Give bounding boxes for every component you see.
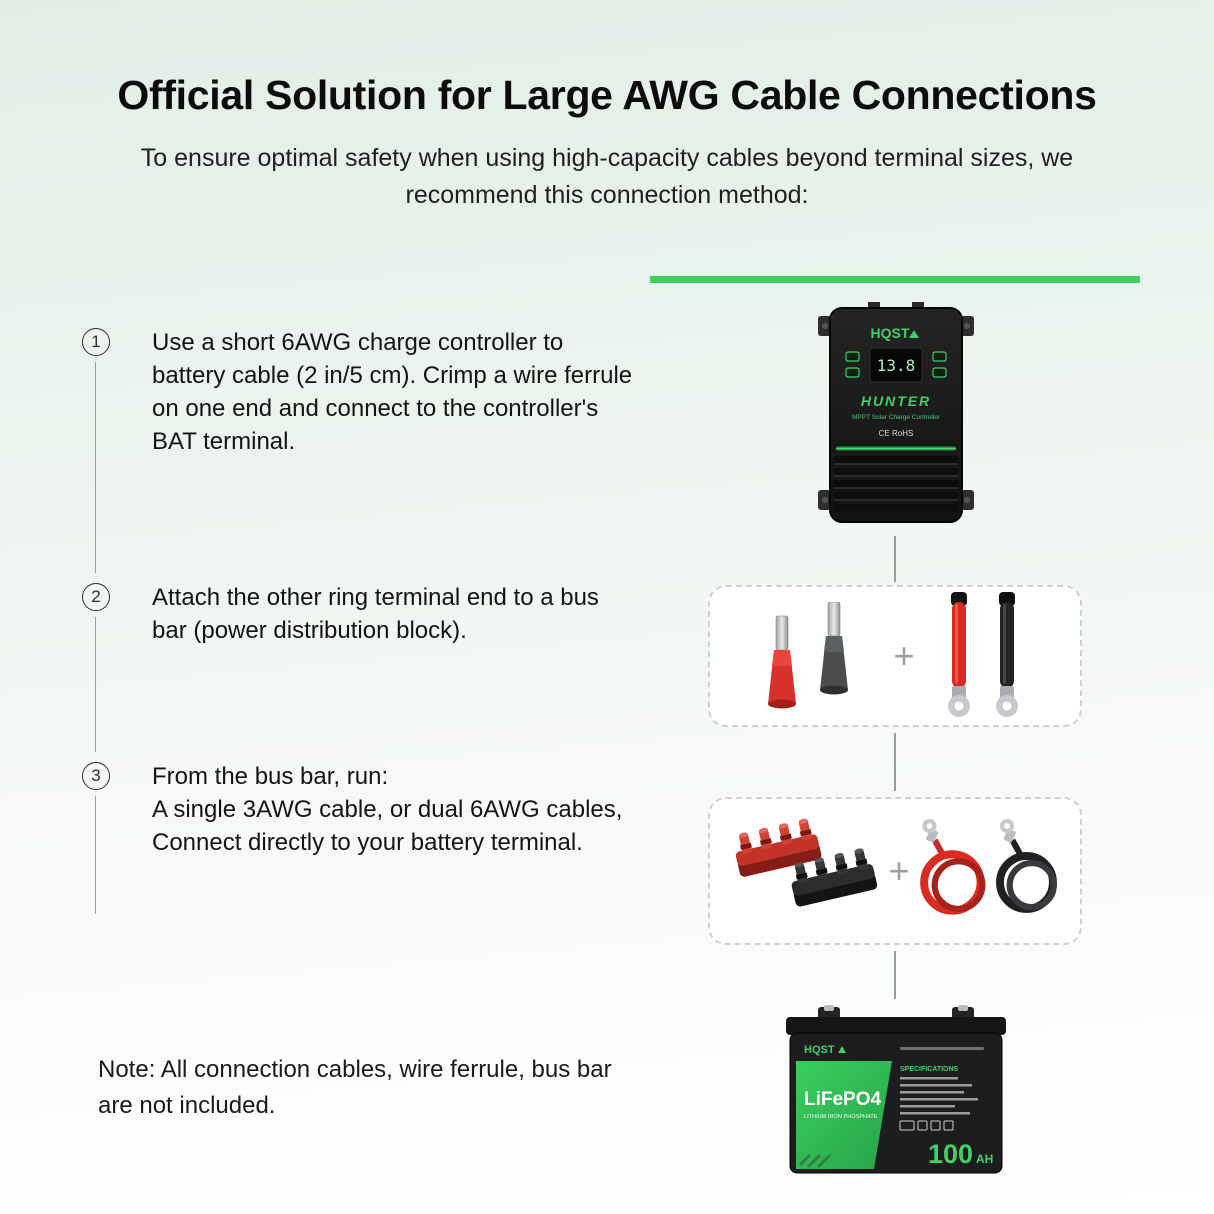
- short-cables-illustration: [948, 592, 1018, 717]
- wire-ferrules-illustration: [768, 602, 848, 709]
- ferrule-black: [820, 602, 848, 695]
- battery-lid: [786, 1017, 1006, 1035]
- battery-capacity-unit: AH: [976, 1152, 993, 1166]
- step-connector-line-2: [95, 617, 96, 752]
- busbar-black: [791, 848, 878, 907]
- step-1: 1 Use a short 6AWG charge controller to …: [82, 326, 642, 458]
- page-subtitle: To ensure optimal safety when using high…: [140, 144, 1074, 209]
- note-text: Note: All connection cables, wire ferrul…: [98, 1056, 612, 1119]
- charge-controller-illustration: HQST 13.8 HUNTER MPPT Solar Charge Contr…: [818, 302, 974, 523]
- charge-controller: HQST 13.8 HUNTER MPPT Solar Charge Contr…: [818, 300, 974, 535]
- flow-connector-3: [894, 951, 896, 999]
- accent-bar: [650, 276, 1140, 283]
- coiled-cable-red: [920, 818, 986, 915]
- controller-buttons: [845, 351, 947, 378]
- busbars-illustration: [735, 818, 878, 907]
- battery-illustration: HQST LiFePO4 LITHIUM IRON PHOSPHATE SPEC…: [786, 1005, 1006, 1174]
- heat-sink-fins: [834, 456, 958, 511]
- ferrule-red: [768, 615, 796, 709]
- controller-tagline: MPPT Solar Charge Controller: [852, 414, 941, 421]
- coiled-cables-illustration: [920, 818, 1057, 915]
- controller-glow-line: [836, 447, 956, 450]
- step-2: 2 Attach the other ring terminal end to …: [82, 581, 642, 647]
- battery-cert-icons: [899, 1120, 954, 1131]
- cable-black: [996, 592, 1018, 717]
- step-2-number: 2: [82, 583, 110, 611]
- battery-spec-lines: [900, 1077, 978, 1115]
- battery-capacity: 100: [928, 1139, 973, 1169]
- busbar-red: [735, 818, 822, 877]
- step-1-number: 1: [82, 328, 110, 356]
- plus-sign-2: +: [888, 850, 910, 891]
- battery-spec-header: SPECIFICATIONS: [900, 1066, 959, 1073]
- busbars-and-cables-box: +: [708, 797, 1082, 945]
- battery-brand-mountain-icon: [838, 1046, 846, 1053]
- step-connector-line-1: [95, 362, 96, 573]
- battery-green-panel: [796, 1061, 892, 1169]
- battery-stripe-decoration: [798, 1153, 832, 1169]
- cable-red: [948, 592, 970, 717]
- controller-model: HUNTER: [861, 393, 931, 409]
- step-connector-line-3: [95, 796, 96, 914]
- step-3: 3 From the bus bar, run: A single 3AWG c…: [82, 760, 642, 859]
- battery-brand: HQST: [804, 1044, 835, 1056]
- battery-subtitle: LITHIUM IRON PHOSPHATE: [804, 1114, 878, 1120]
- step-3-number: 3: [82, 762, 110, 790]
- controller-brand: HQST: [871, 325, 910, 341]
- mounting-screws: [822, 323, 970, 503]
- brand-mountain-icon: [909, 330, 919, 338]
- flow-connector-1: [894, 536, 896, 582]
- flow-connector-2: [894, 733, 896, 791]
- step-1-text: Use a short 6AWG charge controller to ba…: [152, 329, 633, 455]
- controller-display: [869, 347, 923, 383]
- page-title: Official Solution for Large AWG Cable Co…: [117, 72, 1097, 118]
- ferrules-and-cables-box: +: [708, 585, 1082, 727]
- controller-display-value: 13.8: [877, 356, 916, 375]
- battery: HQST LiFePO4 LITHIUM IRON PHOSPHATE SPEC…: [780, 1005, 1012, 1182]
- battery-name: LiFePO4: [804, 1089, 882, 1110]
- plus-sign-1: +: [893, 635, 915, 676]
- controller-cert: CE RoHS: [879, 429, 914, 438]
- coiled-cable-black: [996, 818, 1057, 913]
- step-3-text: From the bus bar, run: A single 3AWG cab…: [152, 763, 623, 856]
- step-2-text: Attach the other ring terminal end to a …: [152, 584, 599, 644]
